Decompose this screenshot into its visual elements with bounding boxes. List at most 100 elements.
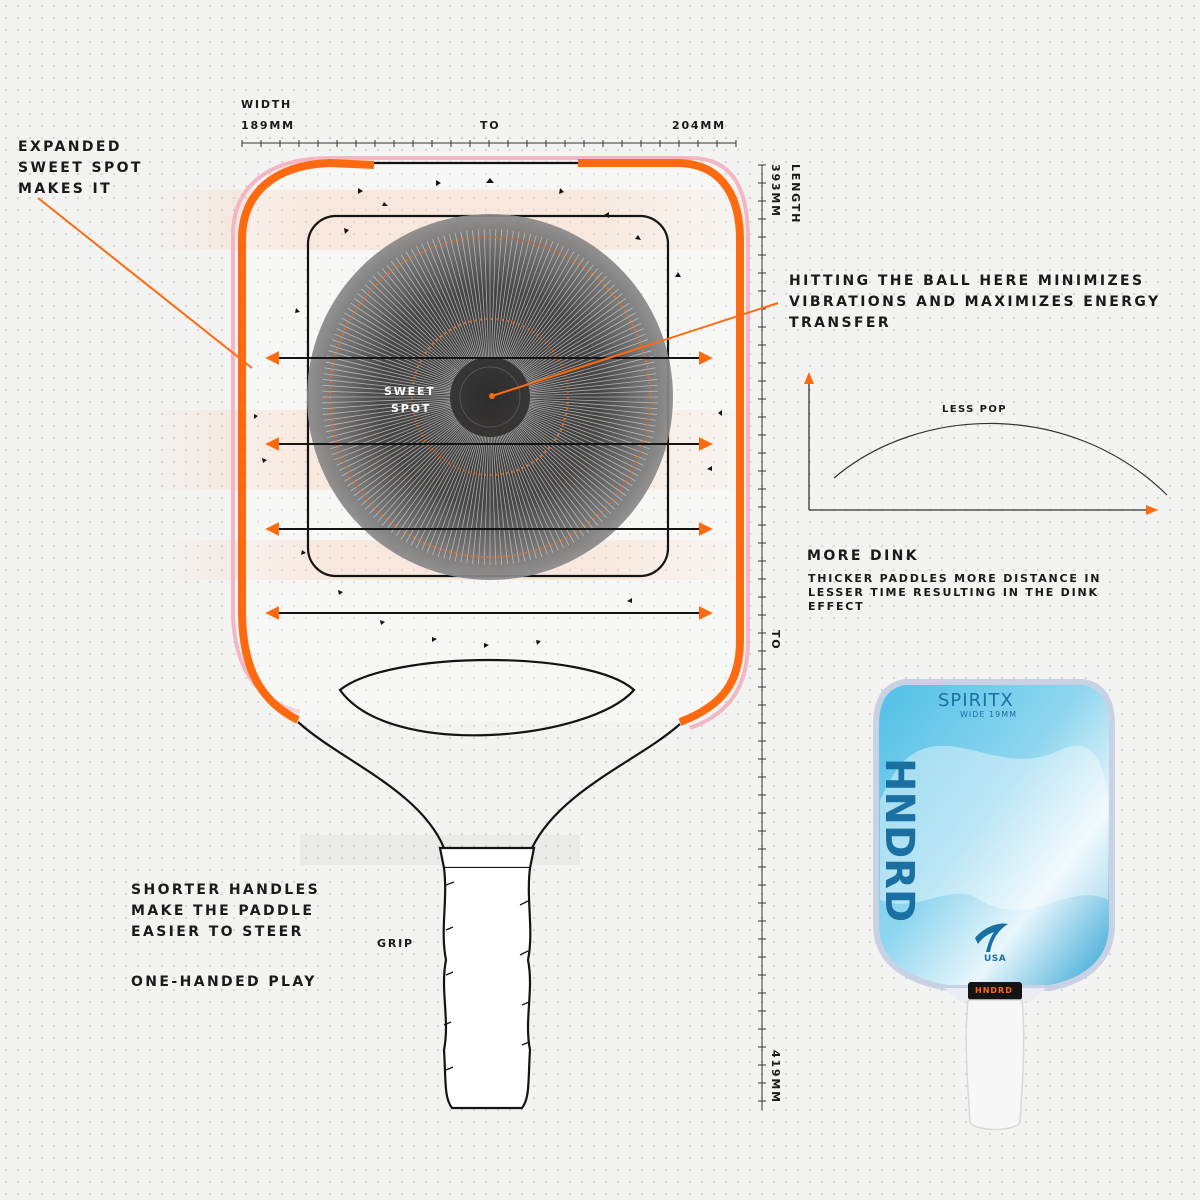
product-brand-vertical: HNDRD: [876, 758, 922, 923]
hndrd-feather-logo-icon: [975, 923, 1008, 952]
sweet-spot-ray: [472, 436, 487, 565]
callout-expanded-line-1: EXPANDED: [18, 139, 122, 155]
sweet-spot-ray: [497, 436, 526, 562]
sweet-spot-ray: [426, 241, 476, 361]
sweet-spot-ray: [395, 257, 468, 365]
callout-hitting-line-2: VIBRATIONS AND MAXIMIZES ENERGY: [789, 294, 1161, 310]
length-max: 419MM: [769, 1050, 782, 1104]
width-connector: TO: [480, 119, 501, 132]
arrow-head-icon: [1146, 505, 1158, 515]
sweet-spot-ray: [323, 402, 451, 421]
sweet-spot-ray: [528, 406, 654, 439]
sweet-spot-ray: [495, 436, 514, 564]
sweet-spot-ray: [410, 248, 472, 362]
product-handle: [965, 999, 1025, 1131]
grip-collar: [438, 846, 536, 870]
sweet-spot-ray: [529, 373, 657, 392]
sweet-spot-ray: [514, 264, 594, 366]
sweet-spot-ray: [477, 436, 488, 565]
sweet-spot-ray: [350, 419, 458, 492]
sweet-spot-ray: [326, 406, 452, 439]
sweet-spot-ray: [483, 436, 490, 565]
grip-handle: [442, 867, 532, 1110]
sweet-spot-ray: [512, 257, 585, 365]
sweet-spot-ray: [529, 400, 658, 415]
sweet-spot-ray: [347, 417, 457, 487]
sweet-spot-ray: [437, 434, 479, 557]
graph-curve-label: LESS POP: [942, 404, 1007, 415]
sweet-spot-ray: [529, 397, 658, 404]
sweet-spot-ray: [415, 245, 473, 362]
sweet-spot-ray: [496, 231, 520, 358]
graph-desc-line-3: EFFECT: [808, 600, 865, 613]
paddle-neck-right: [531, 723, 681, 849]
sweet-spot-ray: [490, 436, 497, 565]
product-model: SPIRITX: [938, 690, 1014, 711]
sweet-spot-ray: [322, 384, 451, 395]
sweet-spot-ray: [381, 268, 465, 367]
arrow-head-icon: [804, 372, 814, 384]
sweet-spot-ring-inner: [411, 318, 569, 476]
graph-title: MORE DINK: [807, 548, 920, 564]
callout-hitting-line-3: TRANSFER: [789, 315, 892, 331]
sweet-spot-ray: [496, 436, 520, 563]
sweet-spot-rays: [322, 229, 658, 565]
sweet-spot-ray: [400, 254, 470, 364]
sweet-spot-ray: [513, 260, 590, 365]
sweet-spot-ray: [477, 229, 488, 358]
leader-hitting-ball: [491, 302, 779, 397]
length-ruler-ticks: [758, 164, 766, 1102]
sweet-spot-ray: [529, 390, 658, 397]
sweet-spot-ray: [515, 268, 599, 367]
sweet-spot-ray: [325, 404, 451, 433]
sweet-spot-ray: [357, 421, 459, 501]
sweet-spot-ray: [497, 232, 526, 358]
sweet-spot-ray: [522, 419, 630, 492]
sweet-spot-ray: [523, 417, 633, 487]
sweet-spot-ray: [432, 238, 477, 360]
graph-desc-line-1: THICKER PADDLES MORE DISTANCE IN: [808, 572, 1102, 585]
sweet-spot-ray: [509, 251, 575, 363]
sweet-spot-ray: [493, 229, 508, 358]
sweet-spot-ray: [322, 400, 451, 415]
sweet-spot-ray: [466, 436, 485, 564]
length-label: LENGTH: [789, 164, 802, 225]
motion-markers: [254, 178, 722, 648]
sweet-spot-ray: [454, 232, 483, 358]
sweet-spot-ray: [492, 229, 503, 358]
callout-handles-line-2: MAKE THE PADDLE: [131, 903, 315, 919]
sweet-spot-label-2: SPOT: [391, 402, 432, 415]
sweet-spot-ray: [454, 436, 483, 562]
sweet-spot-ray: [323, 373, 451, 392]
width-label: WIDTH: [241, 98, 293, 111]
sweet-spot-ray: [529, 361, 655, 390]
sweet-spot-ray: [460, 231, 484, 358]
sweet-spot-ray: [521, 421, 623, 501]
sweet-spot-ray: [483, 229, 490, 358]
callout-handles-line-1: SHORTER HANDLES: [131, 882, 321, 898]
sweet-spot-ray: [524, 312, 636, 378]
edge-guard-right: [578, 159, 744, 726]
sweet-spot-ray: [504, 241, 554, 361]
sweet-spot-ray: [529, 367, 656, 391]
length-min: 393MM: [769, 164, 782, 218]
sweet-spot-ray: [526, 411, 646, 461]
product-paddle-face: [873, 679, 1115, 991]
callout-expanded-line-3: MAKES IT: [18, 181, 113, 197]
product-origin-badge: USA: [984, 954, 1007, 964]
sweet-spot-ray: [386, 264, 466, 366]
sweet-spot-ray: [500, 435, 537, 559]
sweet-spot-ray: [493, 436, 508, 565]
grip-label: GRIP: [377, 937, 414, 950]
grip-wrap-lines: [443, 881, 530, 1071]
sweet-spot-ray: [437, 237, 479, 360]
sweet-spot-ray: [460, 436, 484, 563]
sweet-spot-ray: [529, 399, 658, 410]
sweet-spot-ray: [443, 235, 480, 359]
sweet-spot-ray: [492, 436, 503, 565]
sweet-spot-ray: [361, 422, 460, 506]
sweet-spot-ray: [499, 233, 532, 359]
edge-guard-left: [238, 158, 375, 724]
product-paddle-swirl: [880, 745, 1108, 910]
product-collar: [968, 982, 1022, 1000]
